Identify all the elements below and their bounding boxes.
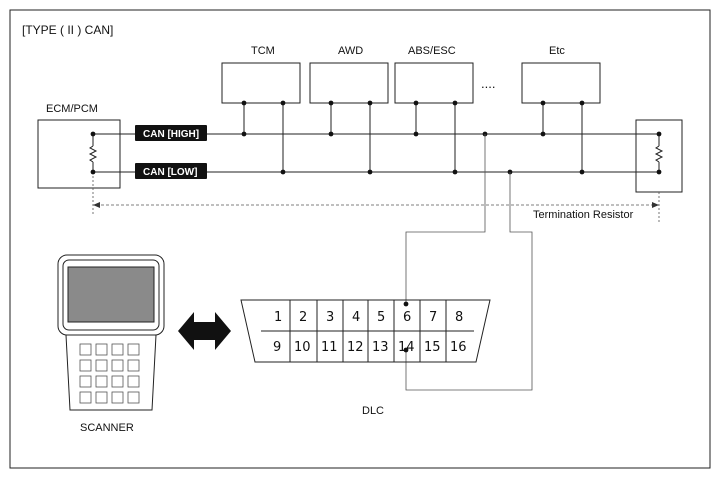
can-high-badge: CAN [HIGH] [135, 125, 207, 141]
module-label: ABS/ESC [408, 45, 456, 57]
ecm-resistor [88, 145, 98, 163]
dlc-pin: 13 [372, 340, 389, 355]
module-label: Etc [549, 45, 565, 57]
dlc-pin: 11 [321, 340, 338, 355]
scanner-label: SCANNER [80, 422, 134, 434]
scanner-device [57, 254, 165, 411]
dlc-pin: 15 [424, 340, 441, 355]
dlc-pin: 3 [326, 310, 334, 325]
can-low-label: CAN [LOW] [143, 167, 197, 178]
dlc-pin: 12 [347, 340, 364, 355]
ecm-box [37, 119, 121, 189]
can-high-label: CAN [HIGH] [143, 129, 199, 140]
module-label: AWD [338, 45, 363, 57]
dlc-pin: 16 [450, 340, 467, 355]
module-tcm: TCM [221, 45, 301, 104]
dlc-label: DLC [362, 405, 384, 417]
termination-resistor [654, 145, 664, 163]
more-modules-ellipsis: .... [481, 76, 495, 91]
dlc-pin: 2 [299, 310, 307, 325]
dlc-pin: 7 [429, 310, 437, 325]
dlc-pin: 6 [403, 310, 411, 325]
module-label: TCM [251, 45, 275, 57]
dlc-pin: 5 [377, 310, 385, 325]
module-abs-esc: ABS/ESC [394, 45, 474, 104]
dlc-wire-low [405, 172, 533, 391]
dlc-pin: 8 [455, 310, 463, 325]
scanner-keypad [79, 343, 140, 404]
bidirectional-arrow-icon [178, 312, 231, 350]
diagram-title: [TYPE ( II ) CAN] [22, 23, 113, 37]
dlc-connector: 1 2 3 4 5 6 7 8 9 10 11 12 13 14 15 16 [240, 299, 491, 363]
dlc-pin: 10 [294, 340, 311, 355]
dlc-pin: 1 [274, 310, 282, 325]
scanner-screen [67, 266, 155, 323]
module-awd: AWD [309, 45, 389, 104]
dlc-wire-high [405, 134, 486, 304]
termination-label: Termination Resistor [533, 209, 634, 221]
dlc-pin: 4 [352, 310, 360, 325]
termination-span [92, 176, 660, 222]
dlc-pin: 14 [398, 340, 415, 355]
ecm-label: ECM/PCM [46, 103, 98, 115]
dlc-pin: 9 [273, 340, 281, 355]
diagram-frame [9, 9, 711, 469]
can-low-badge: CAN [LOW] [135, 163, 207, 179]
module-connections [243, 103, 583, 172]
module-etc: Etc [521, 45, 601, 104]
